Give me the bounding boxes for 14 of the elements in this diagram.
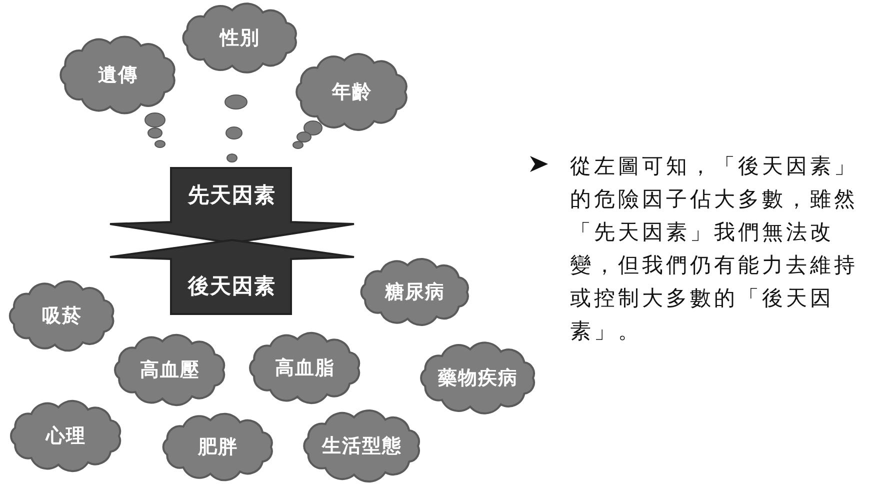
- node-label: 生活型態: [322, 434, 402, 459]
- node-label: 糖尿病: [385, 280, 445, 305]
- node-label: 肥胖: [198, 435, 238, 460]
- paragraph: 從左圖可知，「後天因素」的危險因子佔大多數，雖然「先天因素」我們無法改變，但我們仍有能力去維持或控制大多數的「後天因素」。: [570, 153, 859, 345]
- node-label: 吸菸: [42, 304, 82, 329]
- node-label: 年齡: [332, 80, 372, 105]
- node-label: 先天因素: [188, 181, 276, 209]
- node-label: 藥物疾病: [438, 366, 518, 391]
- node-label: 後天因素: [188, 272, 276, 300]
- node-label: 性別: [220, 26, 260, 51]
- node-label: 高血脂: [275, 356, 335, 381]
- node-label: 遺傳: [98, 63, 138, 88]
- node-label: 高血壓: [140, 358, 200, 383]
- node-label: 心理: [46, 424, 86, 449]
